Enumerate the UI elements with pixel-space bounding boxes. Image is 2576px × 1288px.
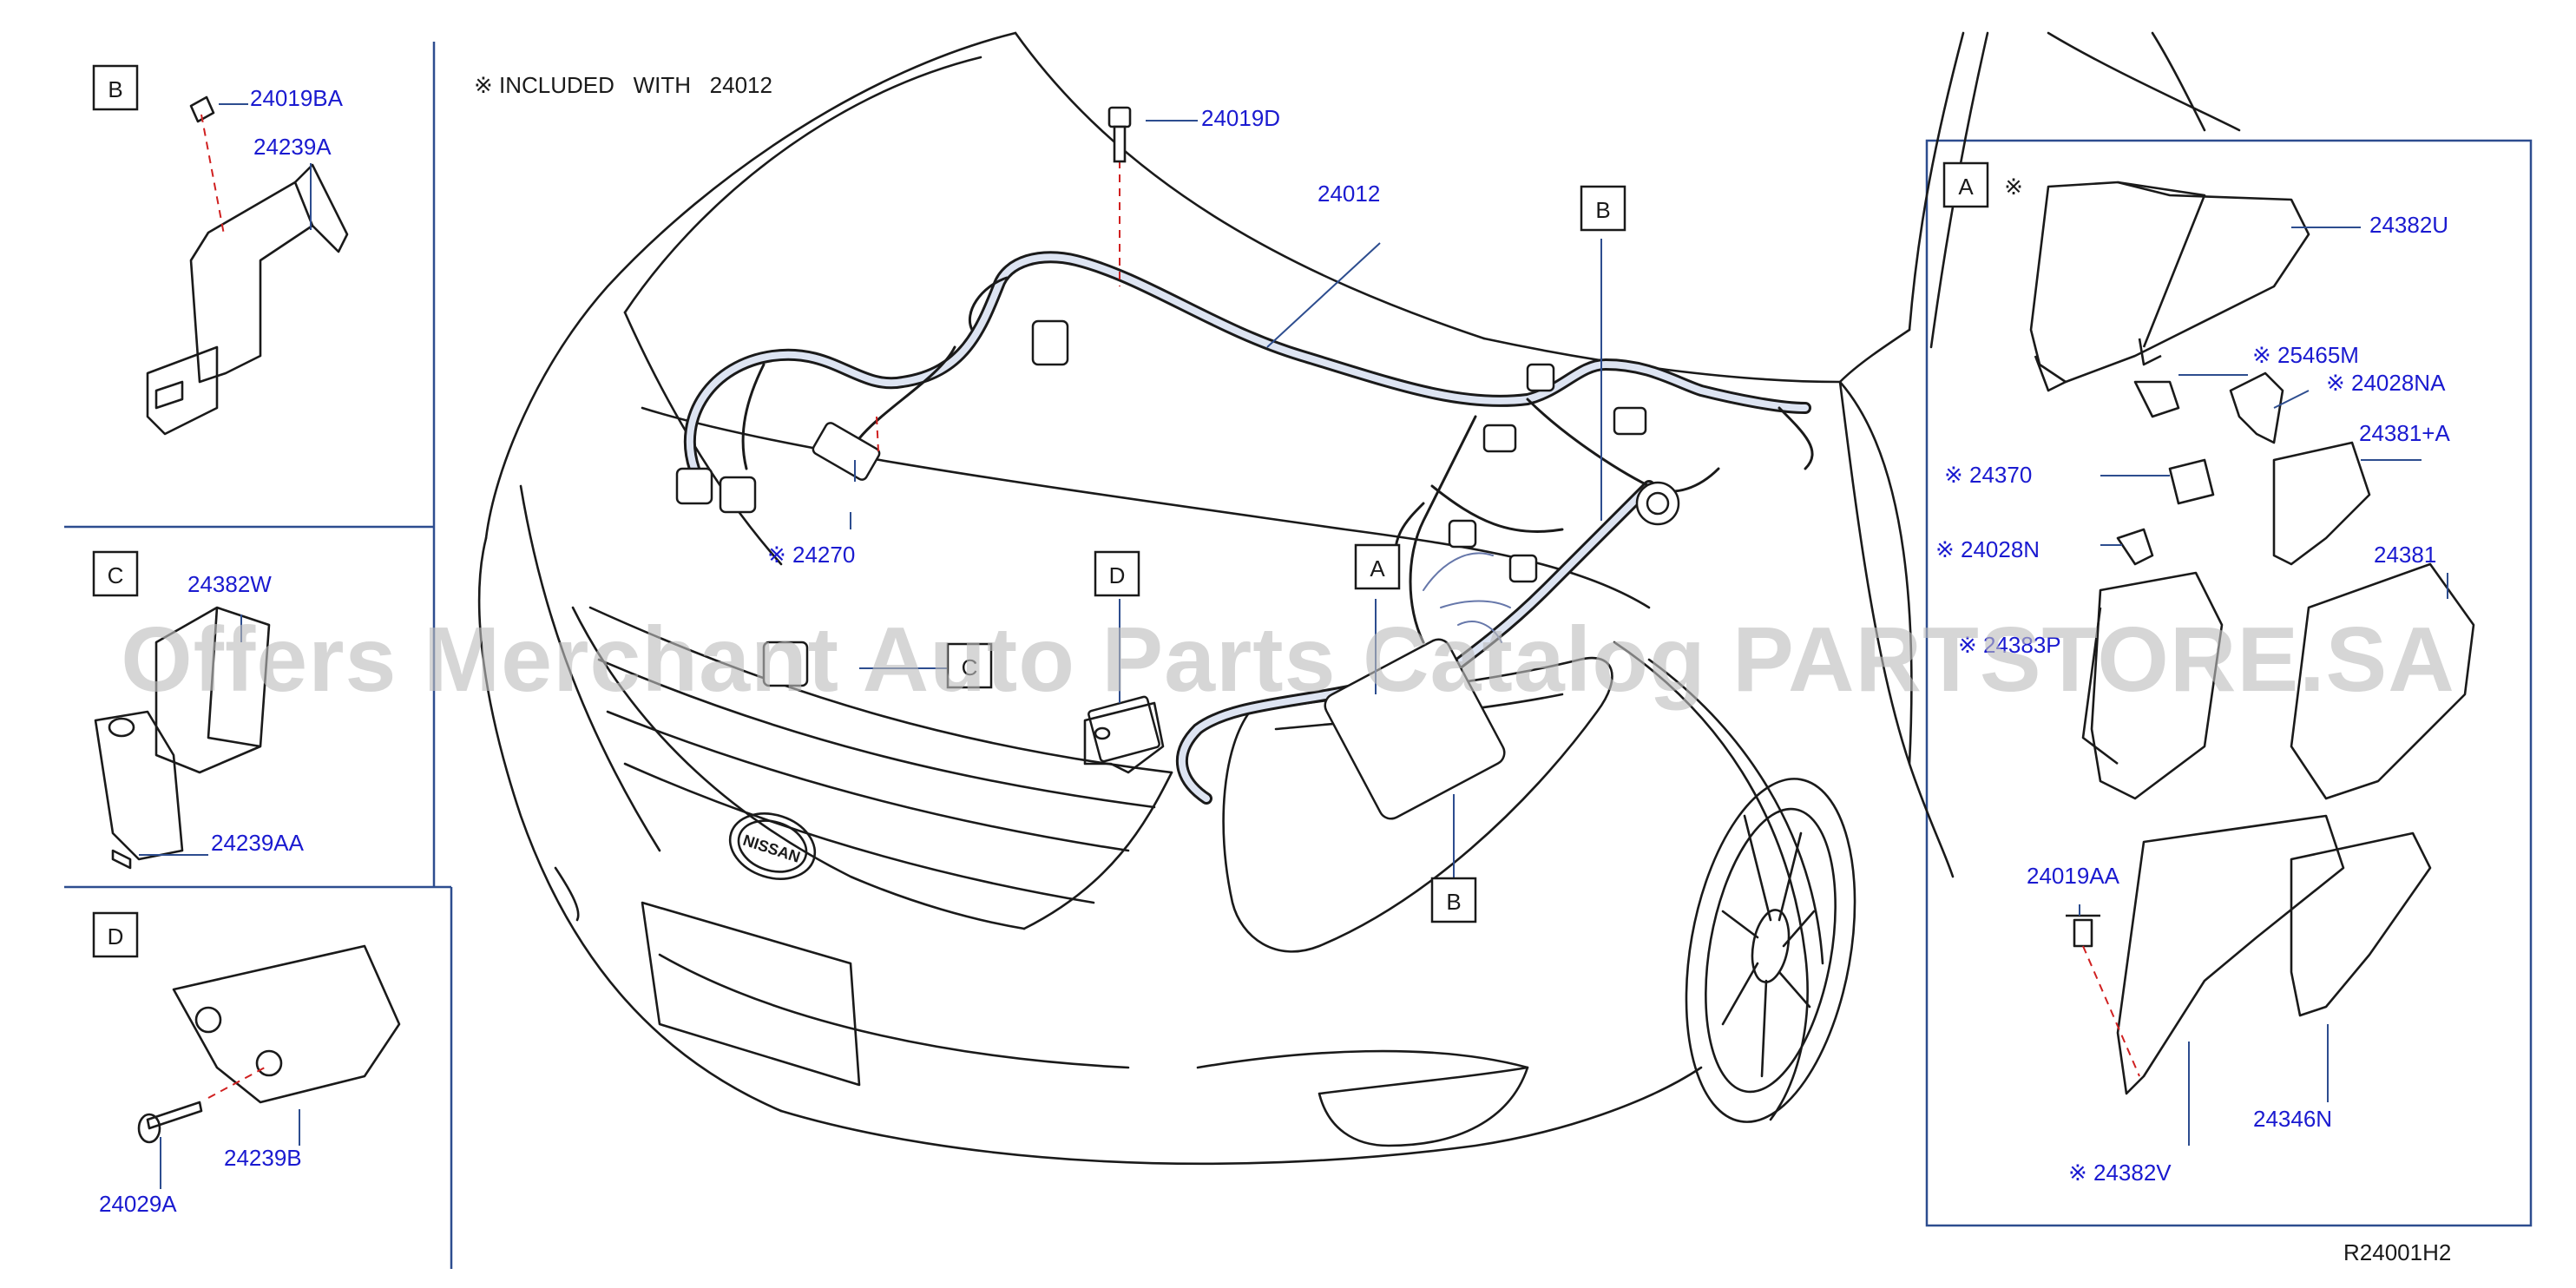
part-label: 24012	[1318, 181, 1380, 207]
part-label: ※ 24028N	[1935, 536, 2040, 562]
section-letter-b: B	[108, 76, 122, 102]
dashed-leaders	[200, 114, 2140, 1099]
panel-frames	[64, 42, 2533, 1269]
part-label: 24239AA	[211, 830, 305, 856]
section-boxes	[92, 64, 1989, 958]
inset-part-drawings	[94, 95, 401, 1144]
part-label: 24382U	[2369, 212, 2448, 238]
part-label: ※ 24028NA	[2326, 370, 2446, 396]
part-label: 24381	[2374, 542, 2436, 568]
section-letter-d: D	[108, 923, 124, 950]
wiring-harness	[675, 251, 1814, 820]
part-label: ※ 25465M	[2252, 342, 2359, 368]
leader-lines	[139, 103, 2448, 1189]
callout-c: C	[962, 654, 978, 680]
part-label: 24019BA	[250, 85, 344, 111]
main-d-bracket	[1083, 701, 1165, 774]
section-letter-a: A	[1958, 174, 1974, 200]
bolt-icons	[1107, 106, 1132, 163]
diagram-code: R24001H2	[2343, 1239, 2451, 1265]
part-label: 24381+A	[2359, 420, 2450, 446]
callout-a: A	[1370, 555, 1385, 582]
section-a-note: ※	[2004, 174, 2023, 200]
part-label: ※ 24382V	[2068, 1160, 2172, 1186]
part-label: 24382W	[187, 571, 272, 597]
callout-d: D	[1109, 562, 1126, 588]
part-label: 24029A	[99, 1191, 177, 1217]
callout-b-bottom: B	[1446, 889, 1461, 915]
part-labels: 24019BA 24239A 24382W 24239AA 24239B 240…	[99, 85, 2450, 1217]
part-label: 24019AA	[2027, 863, 2120, 889]
car-body-drawing	[477, 31, 2241, 1166]
part-label: 24346N	[2253, 1106, 2332, 1132]
included-note: ※ INCLUDED WITH 24012	[474, 72, 772, 98]
part-label: 24239B	[224, 1145, 302, 1171]
part-label: 24019D	[1201, 105, 1280, 131]
part-label: ※ 24370	[1944, 462, 2032, 488]
part-label: ※ 24270	[767, 542, 855, 568]
section-letter-c: C	[108, 562, 124, 588]
part-label: 24239A	[253, 134, 332, 160]
detail-a-part-drawings	[2029, 181, 2475, 1095]
part-label: ※ 24383P	[1958, 632, 2061, 658]
callout-b-top: B	[1595, 197, 1610, 223]
